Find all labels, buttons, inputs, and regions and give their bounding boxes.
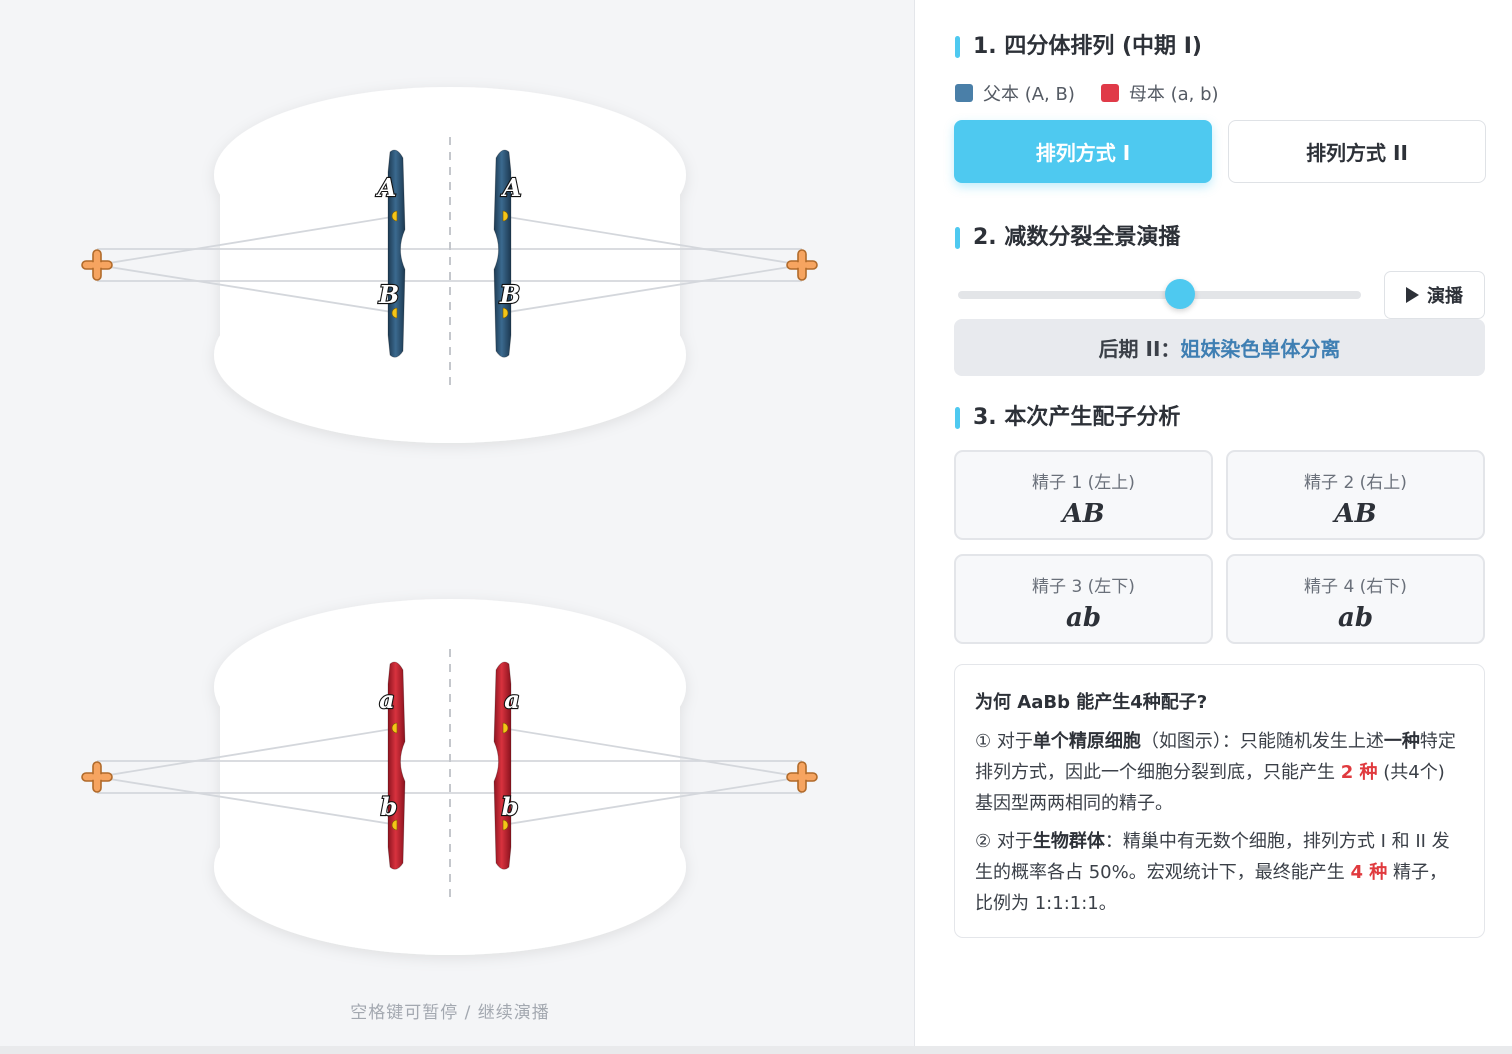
- gamete-genotype: AB: [1062, 499, 1105, 529]
- centromere-marker: [502, 819, 509, 831]
- play-icon: [1406, 287, 1419, 303]
- centriole-fill: [788, 774, 816, 780]
- explanation-paragraph-2: ② 对于生物群体：精巢中有无数个细胞，排列方式 I 和 II 发生的概率各占 5…: [975, 826, 1464, 919]
- play-label: 演播: [1427, 286, 1463, 307]
- text: 精子，比例为 1:1:1:1。: [975, 862, 1447, 914]
- gamete-genotype: ab: [1065, 603, 1102, 633]
- keyboard-hint: 空格键可暂停 / 继续演播: [350, 1003, 550, 1023]
- phase-prefix: 后期 II：: [1098, 337, 1181, 361]
- dividing-cell-2: a a b b: [81, 599, 818, 955]
- legend-item-mother: 母本 (a, b): [1100, 80, 1219, 106]
- gamete-label: 精子 2 (右上): [1304, 473, 1407, 493]
- spindle-fiber: [501, 215, 803, 266]
- centromere-marker: [391, 210, 398, 222]
- control-panel: 1. 四分体排列 (中期 I) 父本 (A, B) 母本 (a, b) 排列方式…: [914, 0, 1512, 1046]
- phase-slider-thumb[interactable]: [1164, 279, 1195, 309]
- spindle-fiber: [501, 776, 803, 826]
- play-button[interactable]: 演播: [1384, 271, 1485, 319]
- centriole-fill: [83, 774, 111, 780]
- spindle-fiber: [501, 727, 803, 778]
- legend-father-label: 父本 (A, B): [983, 84, 1075, 105]
- centriole-icon: [81, 249, 113, 281]
- spindle-fiber: [96, 264, 399, 314]
- gene-label: A: [376, 173, 397, 202]
- explanation-box: 为何 AaBb 能产生4种配子? ① 对于单个精原细胞（如图示）：只能随机发生上…: [954, 664, 1485, 938]
- explanation-title: 为何 AaBb 能产生4种配子?: [975, 692, 1208, 713]
- spindle-fiber: [96, 215, 399, 266]
- text: 特定排列方式，因此一个细胞分裂到底，只能产生: [975, 731, 1456, 783]
- legend: 父本 (A, B) 母本 (a, b): [955, 80, 1245, 106]
- arrangement-2-button[interactable]: 排列方式 II: [1228, 120, 1486, 183]
- centromere-marker: [391, 819, 398, 831]
- section-title-arrangement: 1. 四分体排列 (中期 I): [955, 34, 1202, 60]
- phase-indicator: 后期 II： 姐妹染色单体分离: [954, 319, 1485, 376]
- gamete-card-1: 精子 1 (左上) AB: [954, 450, 1213, 540]
- centromere-marker: [502, 210, 509, 222]
- gamete-label: 精子 1 (左上): [1032, 473, 1135, 493]
- phase-name: 姐妹染色单体分离: [1180, 337, 1341, 361]
- highlight-count: 2 种: [1340, 762, 1378, 783]
- gene-label: B: [499, 280, 520, 309]
- gamete-genotype: AB: [1334, 499, 1377, 529]
- gene-label: b: [502, 792, 519, 821]
- emphasis: 生物群体: [1032, 831, 1105, 852]
- spindle-fiber: [501, 264, 803, 314]
- text: （如图示）：只能随机发生上述: [1140, 731, 1384, 752]
- text: (共4个) 基因型两两相同的精子。: [975, 762, 1445, 814]
- arrangement-1-button[interactable]: 排列方式 I: [954, 120, 1212, 183]
- emphasis: 一种: [1383, 731, 1420, 752]
- chromatid: [493, 661, 512, 870]
- gamete-label: 精子 4 (右下): [1304, 577, 1407, 597]
- centromere-marker: [391, 307, 398, 319]
- centriole-icon: [786, 761, 818, 793]
- centromere-marker: [391, 722, 398, 734]
- dividing-cell-1: A A B B: [81, 87, 818, 443]
- phase-slider-track[interactable]: [958, 291, 1361, 299]
- gene-label: B: [378, 280, 399, 309]
- text: ① 对于: [975, 731, 1033, 752]
- gamete-card-3: 精子 3 (左下) ab: [954, 554, 1213, 644]
- centriole-icon: [81, 761, 113, 793]
- gamete-card-4: 精子 4 (右下) ab: [1226, 554, 1485, 644]
- centromere-marker: [502, 307, 509, 319]
- spindle-fiber: [96, 727, 399, 778]
- highlight-count: 4 种: [1350, 862, 1388, 883]
- chromatid: [387, 149, 406, 358]
- gamete-card-2: 精子 2 (右上) AB: [1226, 450, 1485, 540]
- gene-label: A: [501, 173, 522, 202]
- gamete-label: 精子 3 (左下): [1032, 577, 1135, 597]
- chromatid: [493, 149, 512, 358]
- gene-label: a: [379, 685, 395, 714]
- legend-item-father: 父本 (A, B): [955, 80, 1075, 106]
- spindle-fiber: [96, 776, 399, 826]
- father-swatch: [955, 84, 973, 102]
- explanation-paragraph-1: ① 对于单个精原细胞（如图示）：只能随机发生上述一种特定排列方式，因此一个细胞分…: [975, 726, 1464, 819]
- meiosis-diagram: A A B Ba a b b: [81, 87, 818, 955]
- section-title-playback: 2. 减数分裂全景演播: [955, 225, 1180, 251]
- text: ：精巢中有无数个细胞，排列方式 I 和 II 发生的概率各占 50%。宏观统计下…: [975, 831, 1450, 883]
- spindle-fibers: [96, 727, 803, 826]
- text: ② 对于: [975, 831, 1033, 852]
- emphasis: 单个精原细胞: [1032, 731, 1141, 752]
- centriole-icon: [786, 249, 818, 281]
- window-bottom-edge: [0, 1046, 1512, 1054]
- gene-label: a: [504, 685, 520, 714]
- centriole-fill: [788, 262, 816, 268]
- centromere-marker: [502, 722, 509, 734]
- legend-mother-label: 母本 (a, b): [1128, 84, 1219, 105]
- mother-swatch: [1100, 84, 1119, 102]
- centriole-fill: [83, 262, 111, 268]
- gamete-genotype: ab: [1337, 603, 1374, 633]
- gene-label: b: [381, 792, 398, 821]
- chromatid: [387, 661, 406, 870]
- section-title-gametes: 3. 本次产生配子分析: [955, 405, 1180, 431]
